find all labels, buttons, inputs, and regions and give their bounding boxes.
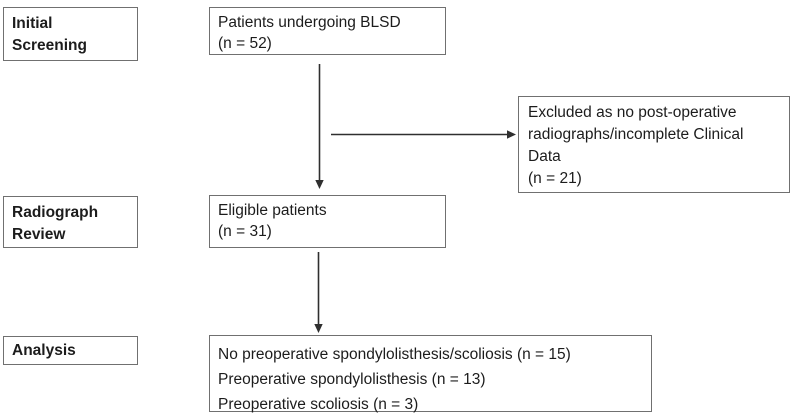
node-line: Data — [528, 148, 561, 165]
stage-label-line: Radiograph — [12, 204, 99, 221]
node-line: Preoperative spondylolisthesis (n = 13) — [218, 371, 486, 388]
stage-label-line: Review — [12, 226, 66, 243]
node-line: No preoperative spondylolisthesis/scolio… — [218, 346, 571, 363]
node-patients-undergoing-blsd: Patients undergoing BLSD (n = 52) — [209, 7, 446, 55]
node-excluded: Excluded as no post-operative radiograph… — [518, 96, 790, 193]
node-eligible-patients: Eligible patients (n = 31) — [209, 195, 446, 248]
stage-label-line: Initial — [12, 15, 53, 32]
arrow-screening-to-eligible — [315, 64, 324, 189]
stage-label-line: Screening — [12, 37, 87, 54]
stage-label-analysis: Analysis — [3, 336, 138, 365]
node-line: Excluded as no post-operative — [528, 104, 737, 121]
stage-label-radiograph-review: Radiograph Review — [3, 196, 138, 248]
node-line: (n = 52) — [218, 35, 272, 52]
node-line: (n = 21) — [528, 170, 582, 187]
node-line: Eligible patients — [218, 202, 327, 219]
arrow-eligible-to-analysis — [314, 252, 323, 333]
node-analysis-results: No preoperative spondylolisthesis/scolio… — [209, 335, 652, 413]
node-line: radiographs/incomplete Clinical — [528, 126, 744, 143]
node-line: Preoperative scoliosis (n = 3) — [218, 396, 419, 413]
stage-label-line: Analysis — [12, 342, 76, 359]
arrow-screening-to-excluded — [331, 130, 516, 139]
stage-label-initial-screening: Initial Screening — [3, 7, 138, 61]
node-line: (n = 31) — [218, 223, 272, 240]
node-line: Patients undergoing BLSD — [218, 14, 401, 31]
